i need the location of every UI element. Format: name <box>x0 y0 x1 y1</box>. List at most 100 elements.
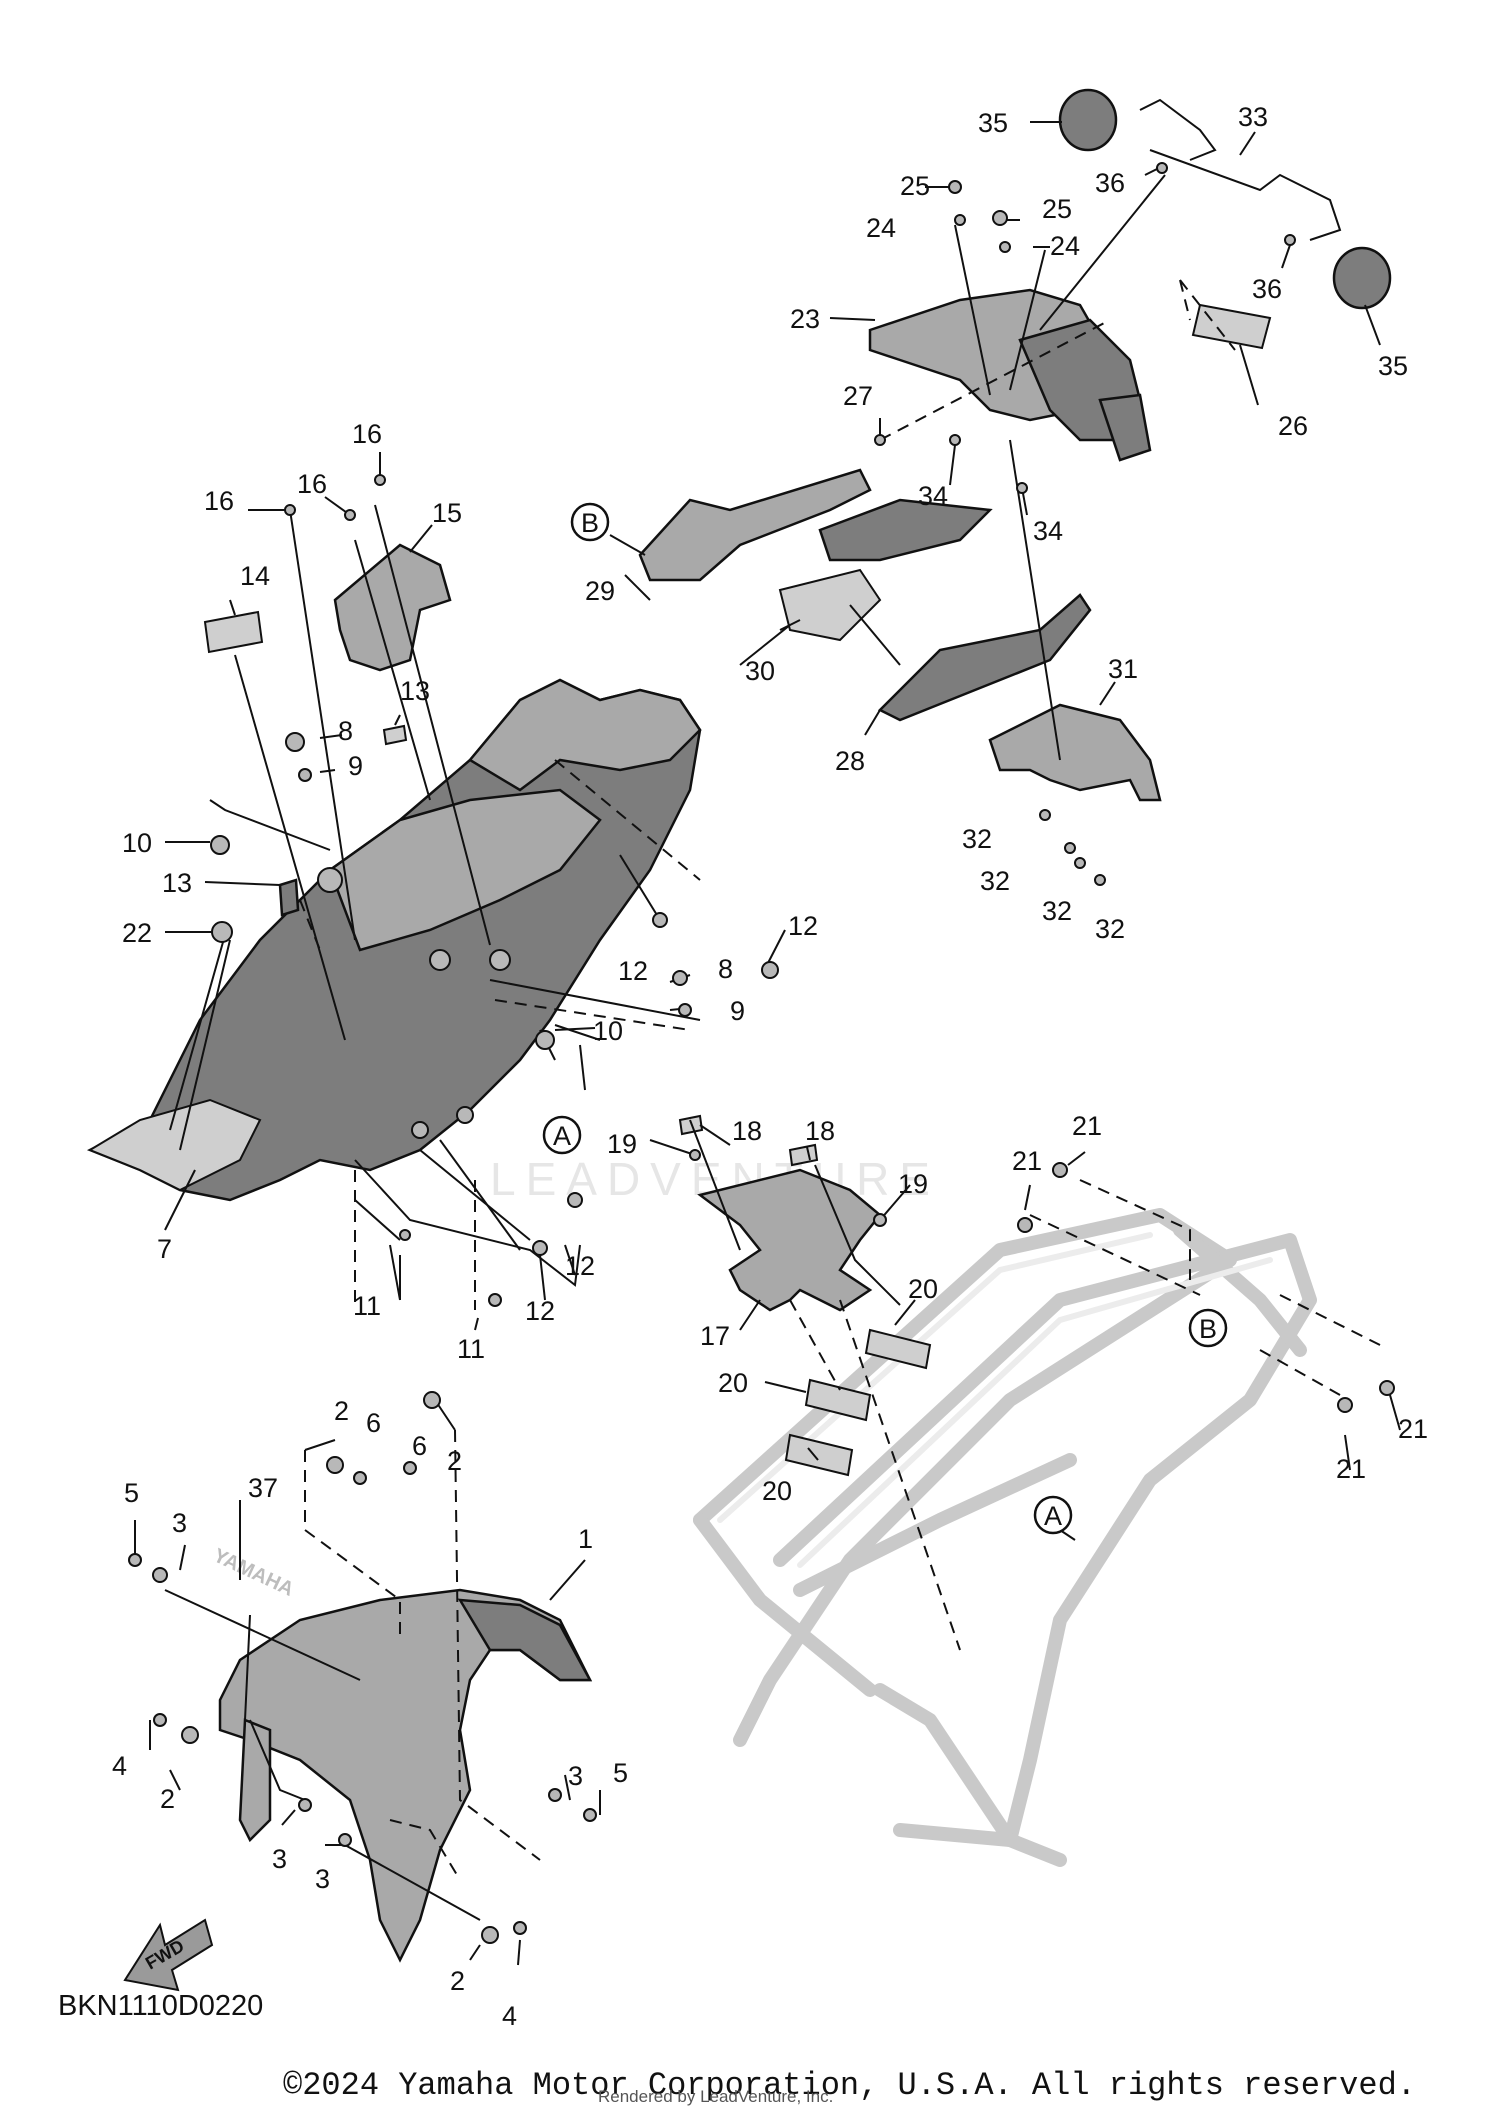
callout-13: 13 <box>162 868 192 898</box>
callout-2: 2 <box>334 1396 349 1426</box>
callout-3: 3 <box>315 1864 330 1894</box>
cover-30 <box>778 568 882 642</box>
callout-34: 34 <box>918 481 948 511</box>
rendered-by-text: Rendered by LeadVenture, Inc. <box>598 2087 834 2106</box>
pad-20a <box>804 1378 872 1422</box>
callout-35: 35 <box>1378 351 1408 381</box>
callout-3: 3 <box>568 1761 583 1791</box>
callout-5: 5 <box>124 1478 139 1508</box>
callout-21: 21 <box>1336 1454 1366 1484</box>
callout-29: 29 <box>585 576 615 606</box>
callout-19: 19 <box>898 1169 928 1199</box>
callout-25: 25 <box>1042 194 1072 224</box>
cover-30-top <box>818 498 993 562</box>
callout-26: 26 <box>1278 411 1308 441</box>
reflector-35b <box>1332 246 1392 310</box>
clip-13b <box>278 878 300 917</box>
bracket-17 <box>697 1168 882 1312</box>
plate-26 <box>1191 303 1272 350</box>
callout-25: 25 <box>900 171 930 201</box>
callout-12: 12 <box>525 1296 555 1326</box>
svg-text:B: B <box>581 508 599 538</box>
callout-3: 3 <box>172 1508 187 1538</box>
bracket-15 <box>333 543 452 672</box>
yamaha-emblem-37: YAMAHA <box>210 1545 297 1601</box>
callout-13: 13 <box>400 676 430 706</box>
callout-28: 28 <box>835 746 865 776</box>
callout-2: 2 <box>160 1784 175 1814</box>
callout-1: 1 <box>578 1524 593 1554</box>
pad-20b <box>864 1328 932 1370</box>
callout-16: 16 <box>352 419 382 449</box>
license-holder-23 <box>868 288 1152 462</box>
callout-4: 4 <box>112 1751 127 1781</box>
callout-6: 6 <box>366 1408 381 1438</box>
callout-18: 18 <box>732 1116 762 1146</box>
fwd-arrow-icon: FWD <box>123 1918 214 1992</box>
callout-18: 18 <box>805 1116 835 1146</box>
svg-text:A: A <box>553 1121 571 1151</box>
callout-27: 27 <box>843 381 873 411</box>
callout-31: 31 <box>1108 654 1138 684</box>
callout-6: 6 <box>412 1431 427 1461</box>
callout-24: 24 <box>1050 231 1080 261</box>
callout-8: 8 <box>718 954 733 984</box>
svg-text:B: B <box>1199 1314 1217 1344</box>
pad-14 <box>203 610 264 654</box>
callout-8: 8 <box>338 716 353 746</box>
ref-marker-b-right: B <box>1188 1308 1228 1348</box>
callout-16: 16 <box>297 469 327 499</box>
callout-10: 10 <box>122 828 152 858</box>
callout-12: 12 <box>565 1251 595 1281</box>
callout-12: 12 <box>618 956 648 986</box>
callout-32: 32 <box>1042 896 1072 926</box>
callout-labels: 35 33 36 25 25 24 24 36 35 23 27 26 34 3… <box>112 102 1428 2031</box>
callout-20: 20 <box>762 1476 792 1506</box>
callout-2: 2 <box>447 1446 462 1476</box>
callout-21: 21 <box>1072 1111 1102 1141</box>
callout-32: 32 <box>980 866 1010 896</box>
callout-30: 30 <box>745 656 775 686</box>
pad-18b <box>788 1143 819 1167</box>
callout-3: 3 <box>272 1844 287 1874</box>
callout-35: 35 <box>978 108 1008 138</box>
callout-23: 23 <box>790 304 820 334</box>
diagram-code: BKN1110D0220 <box>58 1990 264 2022</box>
callout-5: 5 <box>613 1758 628 1788</box>
callout-36: 36 <box>1095 168 1125 198</box>
ref-marker-a-right: A <box>1033 1495 1073 1535</box>
ref-marker-b-left: B <box>570 502 610 542</box>
callout-36: 36 <box>1252 274 1282 304</box>
callout-32: 32 <box>962 824 992 854</box>
callout-7: 7 <box>157 1234 172 1264</box>
callout-34: 34 <box>1033 516 1063 546</box>
svg-text:A: A <box>1044 1501 1062 1531</box>
fasteners <box>128 162 1395 1944</box>
reflector-35a <box>1058 88 1118 152</box>
callout-11: 11 <box>353 1291 381 1321</box>
leader-lines <box>134 121 1401 1966</box>
callout-37: 37 <box>248 1473 278 1503</box>
callout-21: 21 <box>1012 1146 1042 1176</box>
callout-10: 10 <box>593 1016 623 1046</box>
stay-28 <box>877 593 1092 722</box>
callout-24: 24 <box>866 213 896 243</box>
callout-9: 9 <box>730 996 745 1026</box>
callout-15: 15 <box>432 498 462 528</box>
callout-12: 12 <box>788 911 818 941</box>
callout-17: 17 <box>700 1321 730 1351</box>
pad-20c <box>784 1433 854 1477</box>
callout-21: 21 <box>1398 1414 1428 1444</box>
ref-marker-a-left: A <box>542 1115 582 1155</box>
callout-2: 2 <box>450 1966 465 1996</box>
callout-4: 4 <box>502 2001 517 2031</box>
bracket-33 <box>1139 98 1342 241</box>
stay-29 <box>638 468 872 582</box>
callout-33: 33 <box>1238 102 1268 132</box>
callout-14: 14 <box>240 561 270 591</box>
callout-32: 32 <box>1095 914 1125 944</box>
callout-20: 20 <box>718 1368 748 1398</box>
callout-22: 22 <box>122 918 152 948</box>
callout-11: 11 <box>457 1334 485 1364</box>
